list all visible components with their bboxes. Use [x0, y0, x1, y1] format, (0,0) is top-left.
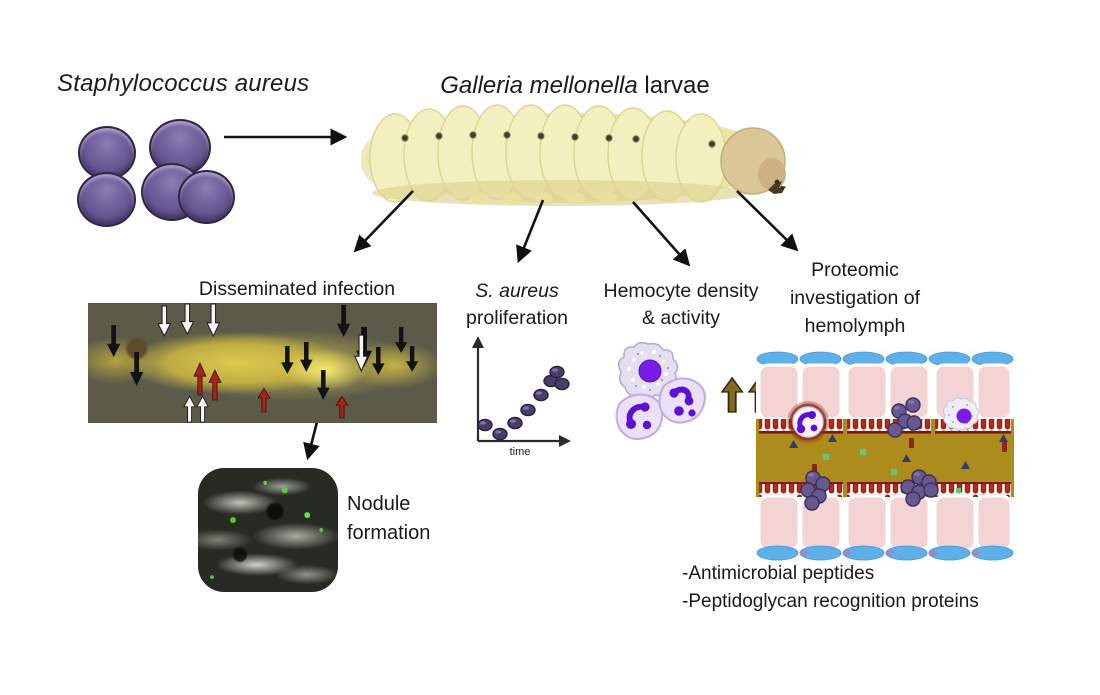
proliferation-label-line1: S. aureus [475, 280, 559, 302]
basal-lamina-bottom [756, 545, 1014, 561]
bacteria-clusters [800, 397, 939, 511]
findings-list: -Antimicrobial peptides -Peptidoglycan r… [682, 560, 979, 616]
basal-lamina-top [756, 351, 1014, 367]
infection-site-arrows [107, 303, 419, 423]
hemocyte-label-line2: & activity [641, 307, 721, 329]
triangle-molecules [789, 434, 1008, 469]
proliferation-plot: time [472, 336, 571, 458]
gut-tissue-illustration [756, 350, 1014, 562]
granulocyte-cell [617, 342, 679, 399]
increase-arrow-icon [721, 377, 744, 413]
pathogen-title-text: Staphylococcus aureus [57, 70, 310, 97]
nodule-micrograph [198, 468, 338, 592]
hemocyte-label: Hemocyte density & activity [596, 278, 766, 332]
y-axis-arrowhead-icon [472, 336, 484, 348]
proteomic-label-line2: investigation of [789, 287, 921, 309]
square-molecules [823, 449, 961, 493]
coccus-icon [78, 126, 136, 180]
proliferation-label: S. aureus proliferation [442, 278, 592, 332]
finding-antimicrobial-peptides: -Antimicrobial peptides [682, 563, 875, 584]
finding-peptidoglycan-recognition-proteins: -Peptidoglycan recognition proteins [682, 591, 979, 612]
black-down-arrows [107, 305, 419, 400]
plasmatocyte-cell [658, 377, 706, 424]
branch-arrow-hemocyte [632, 201, 691, 267]
hemocyte-label-line1: Hemocyte density [603, 280, 759, 302]
host-title: Galleria mellonella larvae [360, 72, 790, 100]
coccus-icon [178, 170, 235, 224]
branch-arrow-proliferation [516, 199, 545, 264]
epithelial-cells-bottom [757, 494, 1013, 552]
white-down-arrows [157, 303, 369, 372]
white-up-arrows [183, 395, 209, 423]
larva-segments [369, 104, 727, 203]
proteomic-label-line1: Proteomic [811, 259, 899, 281]
coccus-icon [77, 172, 136, 227]
increase-arrows [721, 377, 760, 413]
larva-illustration [361, 104, 786, 206]
host-title-italic: Galleria mellonella [440, 72, 638, 99]
plasmatocyte-cell [615, 393, 664, 440]
nodule-label-line1: Nodule [347, 493, 411, 515]
nodule-label-line2: formation [347, 522, 431, 544]
larva-head [720, 127, 786, 195]
larva-spiracles [401, 131, 716, 148]
disseminated-micrograph [88, 303, 437, 423]
pathogen-title: Staphylococcus aureus [57, 70, 309, 98]
time-axis-label: time [510, 446, 531, 458]
proteomic-label: Proteomic investigation of hemolymph [775, 256, 935, 340]
lumen-plasmatocyte-cell [787, 401, 829, 443]
plot-points [477, 365, 570, 441]
brush-border-bottom [759, 482, 1011, 497]
basal-diamonds [799, 549, 981, 557]
proteomic-label-line3: hemolymph [804, 315, 906, 337]
nodule-label: Nodule formation [347, 490, 430, 548]
hemocyte-cells [615, 342, 760, 440]
proliferation-label-line2: proliferation [466, 307, 568, 329]
host-title-regular: larvae [637, 72, 710, 99]
disseminated-label: Disseminated infection [198, 278, 396, 300]
lumen-granulocyte-cell [942, 397, 980, 431]
x-axis-arrowhead-icon [559, 435, 571, 447]
